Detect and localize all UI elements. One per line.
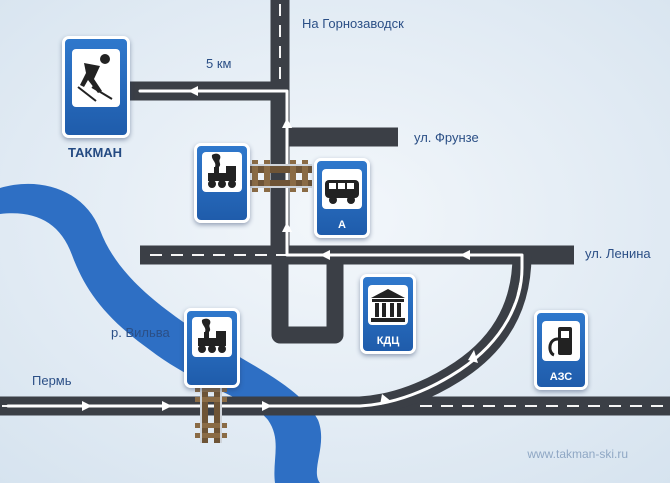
- fuel-sign-caption: АЗС: [549, 371, 573, 383]
- label-perm: Пермь: [32, 373, 72, 388]
- fuel-pump-icon: [548, 327, 572, 357]
- sign-railway-bottom: [184, 308, 240, 388]
- river: [0, 183, 322, 483]
- label-distance: 5 км: [206, 56, 232, 71]
- bus-icon: [325, 180, 359, 204]
- label-frunze-street: ул. Фрунзе: [414, 130, 479, 145]
- skier-icon: [77, 54, 113, 102]
- bus-sign-caption: А: [338, 219, 346, 231]
- route-arrow: [468, 350, 478, 363]
- steam-locomotive-icon: [198, 318, 226, 353]
- route-arrow: [262, 401, 272, 411]
- label-lenina-street: ул. Ленина: [585, 246, 651, 261]
- route-arrow: [162, 401, 172, 411]
- building-columns-icon: [371, 289, 405, 322]
- route-arrow: [460, 250, 470, 260]
- sign-railway-top: [194, 143, 250, 223]
- route-path: [6, 89, 524, 408]
- route-arrow: [82, 401, 92, 411]
- route-arrow: [282, 118, 292, 128]
- railway-crossing-top: [248, 160, 312, 192]
- route-arrow: [188, 86, 198, 96]
- sign-fuel-station: АЗС: [534, 310, 588, 390]
- sign-ski-resort: [62, 36, 130, 138]
- label-vilva-river: р. Вильва: [111, 325, 170, 340]
- website-url: www.takman-ski.ru: [527, 447, 628, 461]
- route-arrow: [320, 250, 330, 260]
- steam-locomotive-icon: [208, 153, 236, 188]
- road-block-loop: [271, 250, 344, 344]
- kdc-sign-caption: КДЦ: [376, 335, 400, 347]
- label-gornozavodsk: На Горнозаводск: [302, 16, 404, 31]
- route-arrow: [282, 222, 292, 232]
- railway-crossing-bottom: [195, 383, 227, 443]
- label-takman: ТАКМАН: [68, 145, 123, 160]
- route-arrow: [380, 394, 392, 405]
- sign-bus-stop: А: [314, 158, 370, 238]
- sign-kdc: КДЦ: [360, 274, 416, 354]
